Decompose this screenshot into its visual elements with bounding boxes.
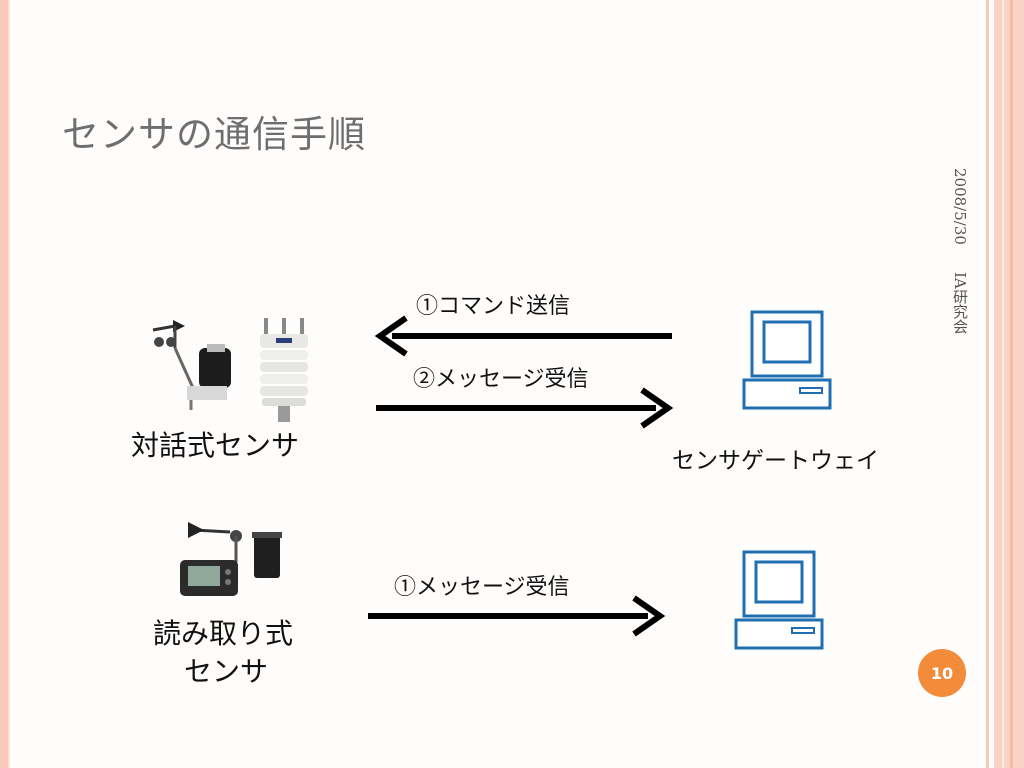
weather-station-image xyxy=(152,320,231,410)
page-number-badge: 10 xyxy=(918,649,966,697)
slide-title: センサの通信手順 xyxy=(62,113,366,156)
computer-icon xyxy=(742,310,832,410)
shield-sensor-image xyxy=(260,318,308,422)
message-receive-label-2: ①メッセージ受信 xyxy=(394,575,570,600)
side-info: 2008/5/30 IA研究会 xyxy=(950,168,971,333)
command-send-label: ①コマンド送信 xyxy=(416,294,571,319)
message-arrow-2 xyxy=(368,595,666,637)
command-arrow xyxy=(374,315,672,357)
slide-organization: IA研究会 xyxy=(951,271,969,334)
gateway-label: センサゲートウェイ xyxy=(672,448,879,474)
readout-sensor-label-line2: センサ xyxy=(184,655,269,688)
message-arrow-1 xyxy=(376,387,674,429)
left-border xyxy=(0,0,8,768)
computer-icon xyxy=(734,550,824,650)
interactive-sensor-label: 対話式センサ xyxy=(131,429,300,462)
right-border xyxy=(980,0,1024,768)
slide-date: 2008/5/30 xyxy=(951,168,969,245)
left-border-inner xyxy=(8,0,10,768)
readout-sensor-image xyxy=(180,522,282,596)
message-receive-label-1: ②メッセージ受信 xyxy=(413,367,589,392)
readout-sensor-label-line1: 読み取り式 xyxy=(153,617,294,650)
